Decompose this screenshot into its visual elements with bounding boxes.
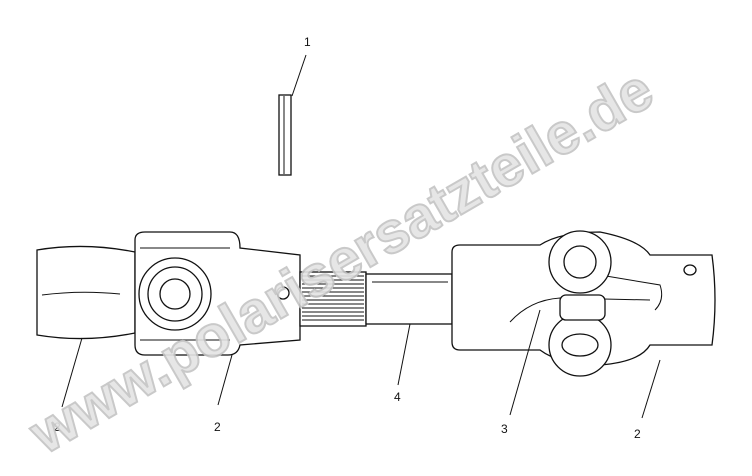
callout-2a: 2 [54,420,61,434]
leader-line [397,323,411,386]
leader-line [61,337,83,408]
callout-2b: 2 [214,420,221,434]
right-yoke [451,230,716,377]
roll-pin [278,54,307,176]
leader-line [217,354,233,406]
left-yoke [36,231,301,356]
splined-shaft [299,271,367,327]
leader-line [641,359,661,419]
callout-1: 1 [304,35,311,49]
callout-3: 3 [501,422,508,436]
leader-line [509,309,541,416]
shaft-tube [365,273,453,386]
leader-line [291,54,307,97]
callout-2c: 2 [634,427,641,441]
callout-4: 4 [394,390,401,404]
